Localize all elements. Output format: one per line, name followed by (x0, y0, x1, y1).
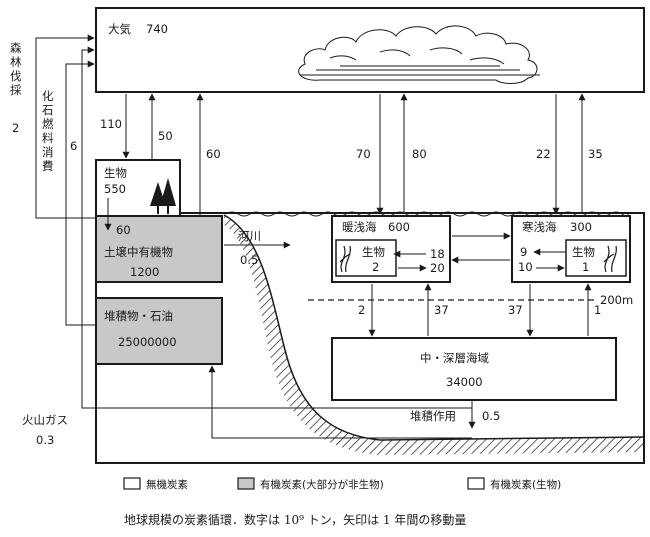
svg-text:料: 料 (42, 131, 54, 145)
svg-text:消: 消 (42, 145, 54, 159)
deep-sea-value: 34000 (446, 375, 483, 389)
svg-text:燃: 燃 (42, 117, 54, 131)
sediment-box (95, 297, 223, 365)
volcanic-value: 0.3 (36, 433, 54, 447)
ocean-floor-line (223, 214, 645, 441)
soil-label: 土壌中有機物 (104, 245, 173, 259)
river-label: 河川 (238, 229, 261, 243)
legend-label-organic-nonbio: 有機炭素(大部分が非生物) (260, 478, 384, 491)
atmosphere-label: 大気 (108, 22, 131, 36)
warm-sea-label: 暖浅海 (342, 220, 377, 234)
cold-sea-biota-value: 1 (582, 260, 589, 274)
land-biota-value: 550 (104, 182, 126, 196)
soil-box (95, 215, 223, 283)
legend: 無機炭素 有機炭素(大部分が非生物) 有機炭素(生物) (123, 477, 561, 491)
deforestation-label-1: 森 (10, 41, 22, 55)
cold-sea-value: 300 (570, 220, 592, 234)
soil-inflow-value: 60 (116, 223, 131, 237)
flow-20-value: 20 (430, 261, 445, 275)
tree-icon (150, 178, 176, 214)
legend-label-inorganic: 無機炭素 (146, 478, 188, 491)
legend-swatch-organic-nonbio (237, 477, 255, 490)
flow-9-value: 9 (520, 245, 527, 259)
flow-2-down-value: 2 (358, 303, 365, 317)
flow-80-value: 80 (412, 147, 427, 161)
flow-10-value: 10 (518, 260, 533, 274)
deforestation-label-3: 伐 (10, 69, 22, 83)
cold-sea-label: 寒浅海 (522, 220, 557, 234)
fossil-fuel-value: 6 (70, 139, 77, 153)
volcanic-arrow (81, 46, 472, 409)
cold-sea-biota-label: 生物 (572, 245, 595, 259)
deposition-label: 堆積作用 (410, 409, 456, 423)
seaweed-icon-cold (603, 245, 617, 273)
legend-swatch-organic-bio (467, 477, 485, 490)
warm-sea-value: 600 (388, 220, 410, 234)
deposition-value: 0.5 (482, 409, 500, 423)
volcanic-label: 火山ガス (22, 413, 68, 427)
land-biota-label: 生物 (104, 166, 127, 180)
deforestation-label-4: 採 (10, 83, 22, 97)
flow-50-value: 50 (158, 129, 173, 143)
flow-1-up-value: 1 (594, 303, 601, 317)
legend-swatch-inorganic (123, 477, 141, 490)
deep-sea-label: 中・深層海域 (420, 351, 489, 365)
caption: 地球規模の炭素循環．数字は 10⁹ トン，矢印は 1 年間の移動量 (124, 512, 466, 527)
deforestation-value: 2 (12, 121, 19, 135)
deforestation-label-2: 林 (10, 55, 22, 69)
sea-surface (225, 211, 629, 217)
svg-text:化: 化 (42, 89, 54, 103)
flow-60-value: 60 (206, 147, 221, 161)
warm-sea-biota-value: 2 (372, 260, 379, 274)
sediment-label: 堆積物・石油 (104, 309, 173, 323)
sediment-value: 25000000 (118, 335, 177, 349)
deep-sea-box (331, 337, 617, 401)
deposition-to-sediment-arrow (208, 365, 472, 439)
depth-200m-label: 200m (600, 293, 633, 307)
atmosphere-value: 740 (146, 22, 168, 36)
warm-sea-biota-label: 生物 (362, 245, 385, 259)
cloud-icon (298, 25, 540, 84)
river-value: 0.5 (240, 253, 258, 267)
flow-70-value: 70 (356, 147, 371, 161)
svg-text:費: 費 (42, 159, 54, 173)
fossil-fuel-arrow (65, 60, 96, 326)
legend-label-organic-bio: 有機炭素(生物) (490, 478, 561, 491)
flow-37-down-value: 37 (508, 303, 523, 317)
svg-text:石: 石 (42, 103, 54, 117)
flow-35-value: 35 (588, 147, 603, 161)
flow-18-value: 18 (430, 247, 445, 261)
fossil-fuel-label: 化 石 燃 料 消 費 (42, 89, 54, 173)
flow-22-value: 22 (536, 147, 551, 161)
atmosphere-box (95, 7, 645, 93)
soil-value: 1200 (130, 265, 159, 279)
flow-37-up-value: 37 (434, 303, 449, 317)
flow-110-value: 110 (100, 117, 122, 131)
seaweed-icon (339, 245, 351, 273)
